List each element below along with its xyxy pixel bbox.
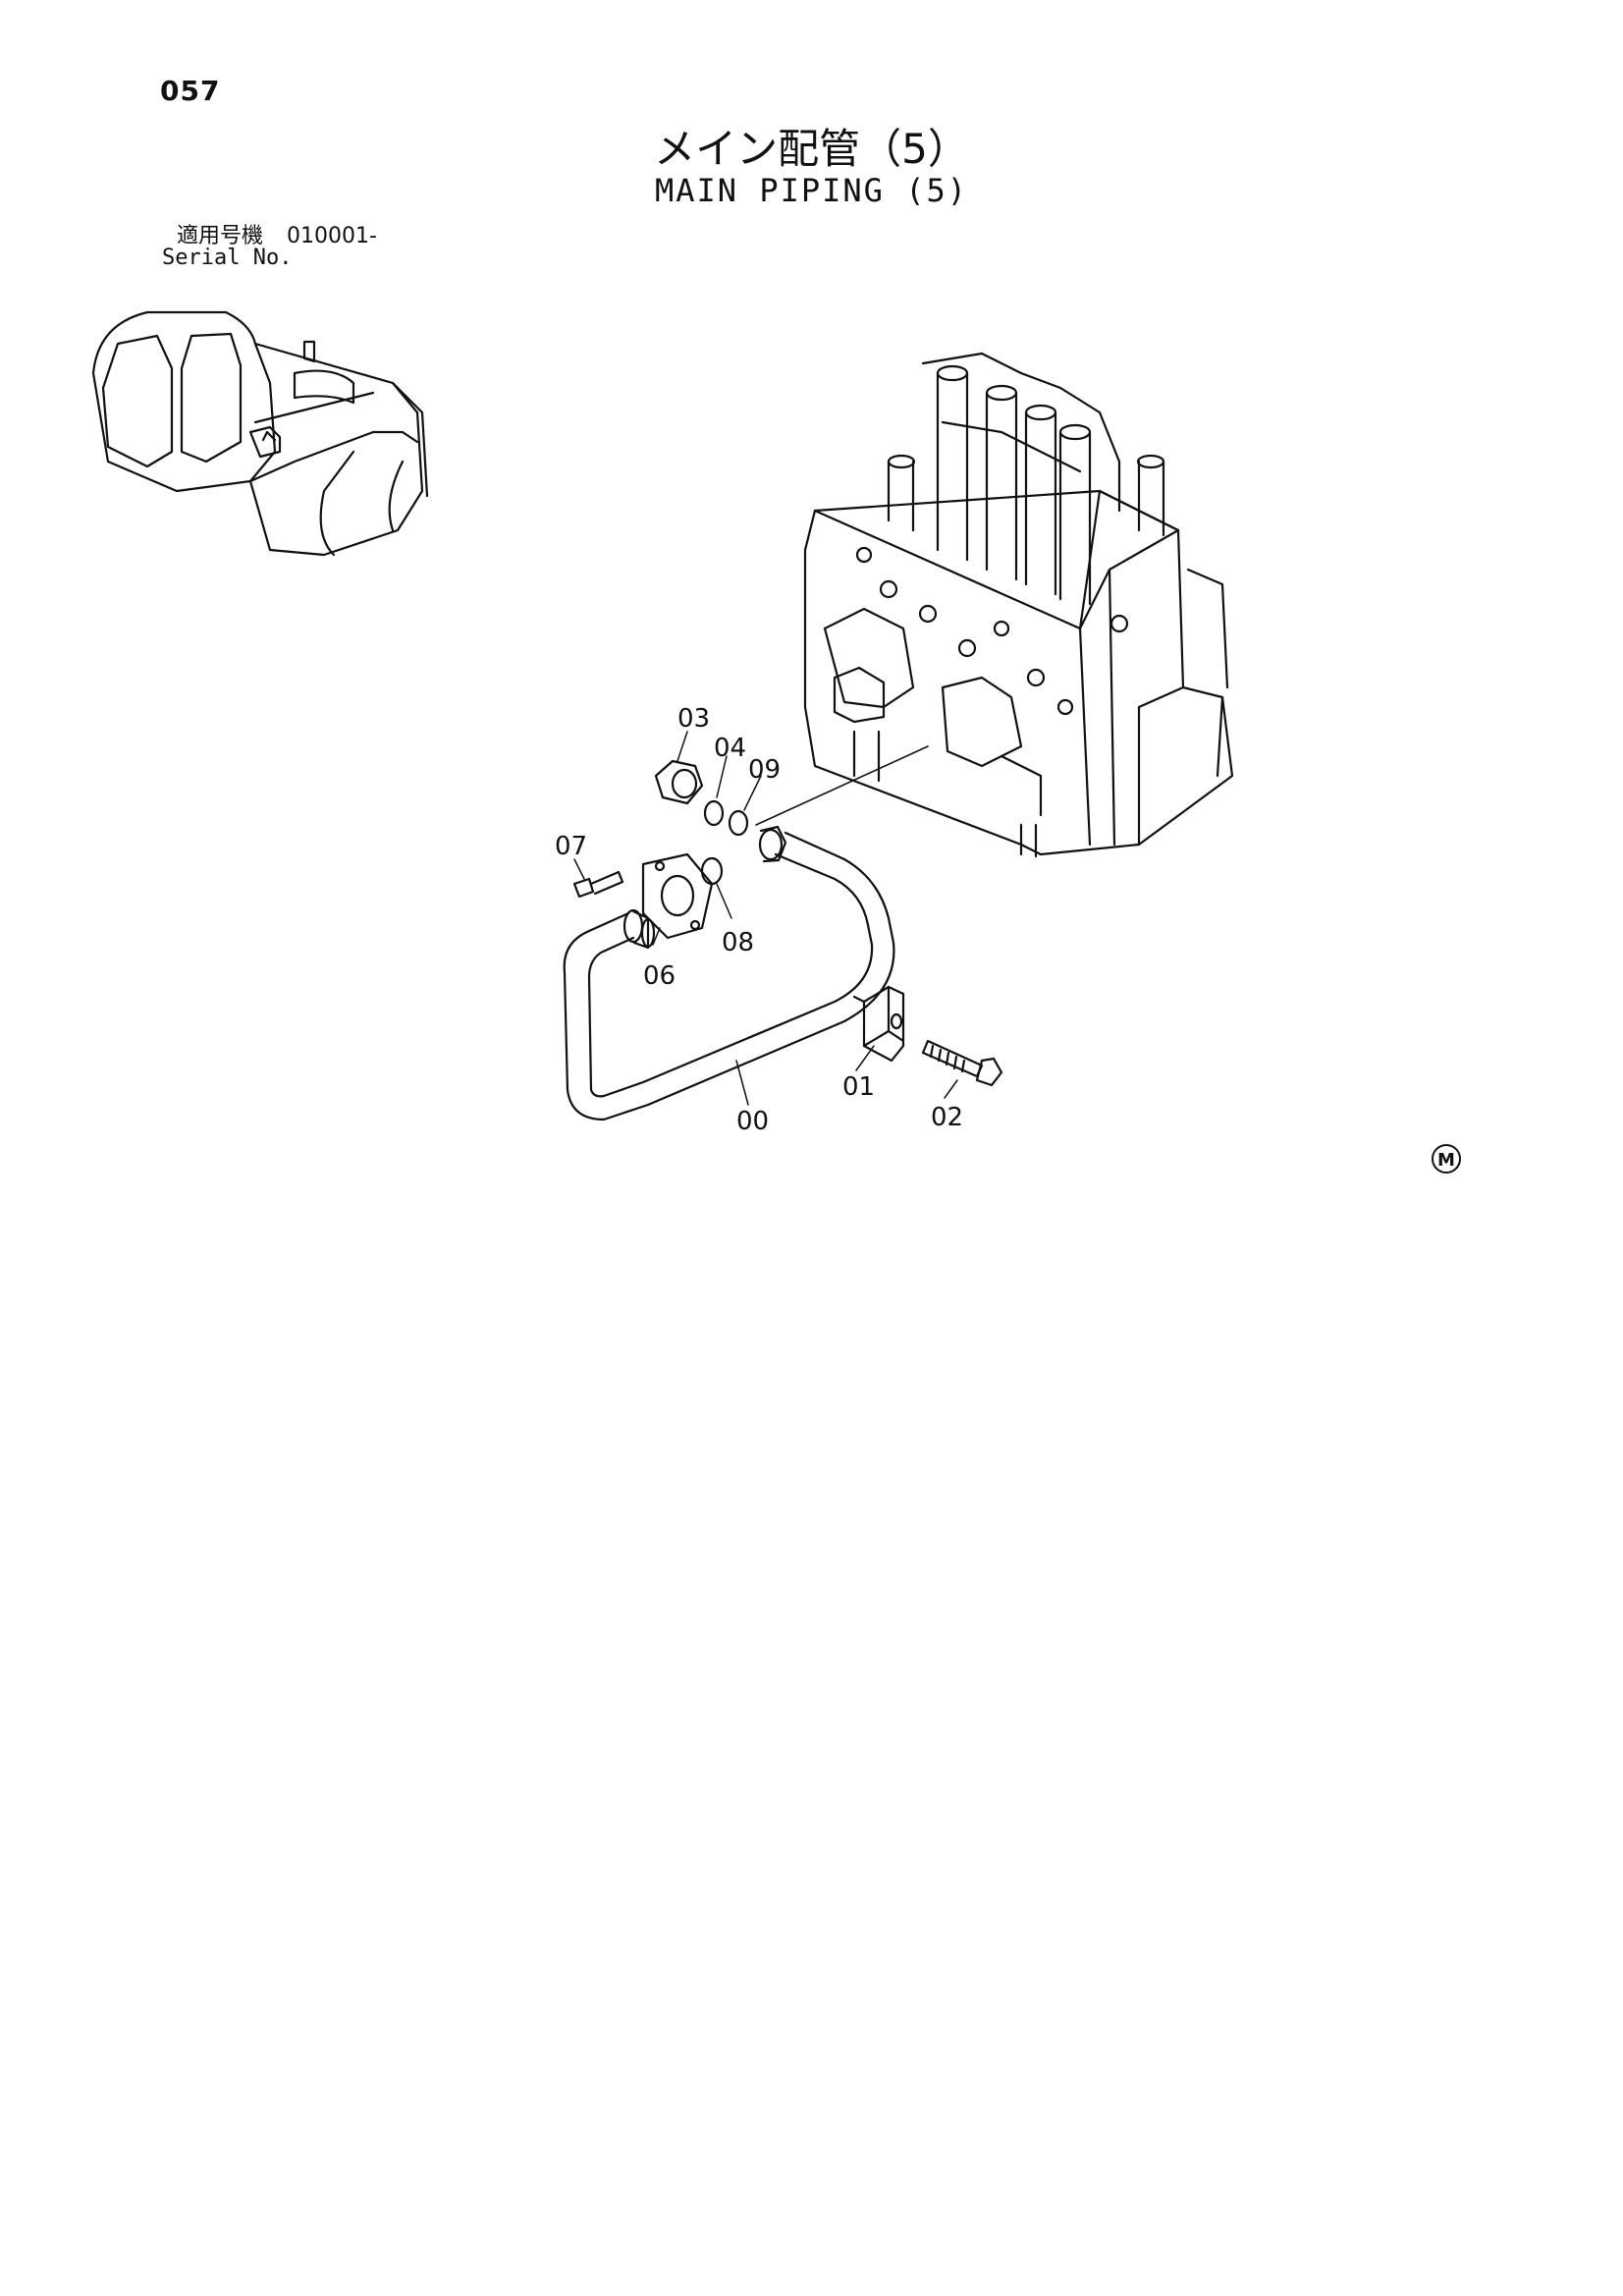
part-06-flange [641, 852, 714, 940]
label-06: 06 [643, 961, 676, 991]
label-01: 01 [842, 1072, 875, 1102]
serial-label-jp: 適用号機 [177, 224, 264, 248]
control-valve [803, 352, 1234, 858]
page-title-en: MAIN PIPING (5) [655, 172, 968, 209]
serial-number: 010001- [287, 224, 377, 248]
leader-line [755, 745, 929, 826]
label-04: 04 [714, 734, 746, 763]
label-09: 09 [748, 755, 781, 785]
part-09-o-ring [728, 809, 749, 837]
label-00: 00 [736, 1107, 769, 1136]
label-07: 07 [555, 832, 587, 861]
label-02: 02 [931, 1103, 963, 1132]
label-leaders [573, 731, 958, 1106]
part-02-bolt [921, 1039, 1003, 1087]
part-03-nut [654, 759, 704, 805]
part-00-pipe [563, 825, 895, 1121]
excavator-thumbnail [91, 310, 429, 557]
label-08: 08 [722, 928, 754, 957]
serial-label-en: Serial No. [162, 246, 293, 270]
part-08-o-ring [700, 856, 724, 886]
m-mark: M [1432, 1144, 1461, 1174]
page-number: 057 [160, 75, 221, 107]
page-title-jp: メイン配管（5） [654, 125, 969, 173]
label-03: 03 [677, 704, 710, 734]
part-04-o-ring [703, 799, 725, 827]
part-01-clamp [852, 985, 905, 1063]
part-07-bolt [572, 870, 624, 899]
serial-line-jp: 適用号機 010001- [177, 218, 377, 249]
